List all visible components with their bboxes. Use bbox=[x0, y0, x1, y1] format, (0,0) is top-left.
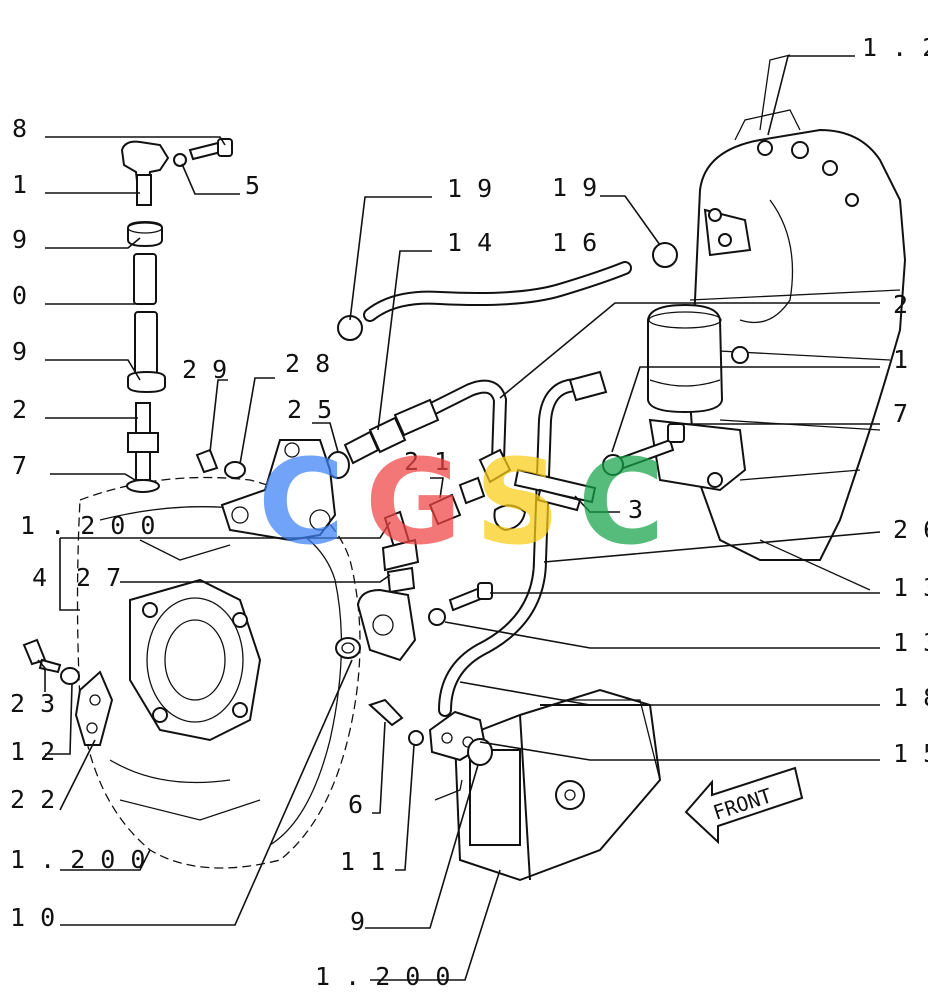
engine-housing bbox=[647, 54, 907, 591]
callout-18: 1 8 bbox=[893, 683, 928, 712]
callout-27: 2 7 bbox=[76, 563, 121, 592]
callout-labels: 8 1 9 0 9 2 7 5 1 9 1 9 1 4 1 6 1 . 2 2 … bbox=[10, 33, 928, 991]
callout-6: 6 bbox=[348, 790, 363, 819]
watermark-letter-c1: C bbox=[258, 433, 345, 571]
callout-7-right: 7 bbox=[893, 399, 908, 428]
gear-housing bbox=[76, 476, 361, 869]
callout-2-right: 2 bbox=[893, 290, 908, 319]
callout-1-2-top: 1 . 2 bbox=[862, 33, 928, 62]
callout-4: 4 bbox=[32, 563, 47, 592]
callout-15: 1 5 bbox=[893, 739, 928, 768]
hoses bbox=[337, 242, 678, 717]
callout-26: 2 6 bbox=[893, 515, 928, 544]
callout-11: 1 1 bbox=[340, 847, 385, 876]
leader-lines bbox=[37, 55, 881, 981]
callout-9-lower: 9 bbox=[12, 337, 27, 366]
watermark-letter-c2: C bbox=[578, 433, 665, 571]
hydraulic-pump bbox=[453, 688, 662, 882]
callout-7-left: 7 bbox=[12, 451, 27, 480]
callout-12: 1 2 bbox=[10, 737, 55, 766]
callout-5: 5 bbox=[245, 171, 260, 200]
cgsc-watermark: C G S C bbox=[258, 433, 665, 571]
front-arrow: FRONT bbox=[684, 766, 804, 845]
callout-0: 0 bbox=[12, 281, 27, 310]
callout-29: 2 9 bbox=[182, 355, 227, 384]
watermark-letter-g: G bbox=[365, 433, 462, 571]
callout-13-a: 1 3 bbox=[893, 573, 928, 602]
callout-1-200-bottom-left: 1 . 2 0 0 bbox=[10, 845, 145, 874]
callout-16: 1 6 bbox=[552, 228, 597, 257]
callout-9-upper: 9 bbox=[12, 225, 27, 254]
callout-19-right: 1 9 bbox=[552, 173, 597, 202]
watermark-letter-s: S bbox=[475, 433, 560, 571]
callout-19-left: 1 9 bbox=[447, 174, 492, 203]
callout-3: 3 bbox=[628, 495, 643, 524]
callout-14: 1 4 bbox=[447, 228, 492, 257]
callout-8: 8 bbox=[12, 114, 27, 143]
callout-21: 2 1 bbox=[404, 447, 449, 476]
callout-23: 2 3 bbox=[10, 689, 55, 718]
callout-22: 2 2 bbox=[10, 785, 55, 814]
left-parts-stack bbox=[120, 138, 233, 493]
callout-25: 2 5 bbox=[287, 395, 332, 424]
fittings bbox=[22, 370, 685, 801]
callout-2-left: 2 bbox=[12, 395, 27, 424]
callout-13-b: 1 3 bbox=[893, 628, 928, 657]
callout-10: 1 0 bbox=[10, 903, 55, 932]
callout-1-200-left: 1 . 2 0 0 bbox=[20, 511, 155, 540]
callout-1-200-bottom: 1 . 2 0 0 bbox=[315, 962, 450, 991]
callout-28: 2 8 bbox=[285, 349, 330, 378]
callout-1-left: 1 bbox=[12, 170, 27, 199]
callout-9-bottom: 9 bbox=[350, 907, 365, 936]
callout-1-right: 1 bbox=[893, 345, 908, 374]
